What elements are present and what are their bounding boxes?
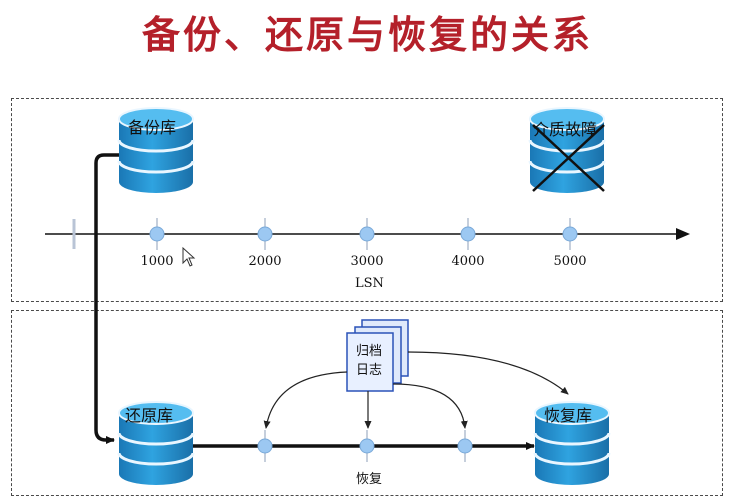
backup-db-icon [117,107,195,193]
recovery-label: 恢复 [356,472,383,487]
archive-log-icon [346,319,409,392]
lsn-tick-label: 5000 [553,254,587,269]
recovery-node-1 [257,430,273,462]
lsn-node-2000 [257,218,273,250]
lsn-tick-label: 1000 [140,254,174,269]
backup-to-restore-connector [94,153,122,444]
page-title: 备份、还原与恢复的关系 [141,13,593,57]
cursor-icon [182,246,196,267]
recovered-db-label: 恢复库 [544,406,593,425]
failure-x-icon [532,124,605,192]
failed-db-label: 介质故障 [533,120,598,139]
recovery-node-2 [359,430,375,462]
restore-db-label: 还原库 [125,406,174,425]
lsn-node-1000 [149,218,165,250]
recovered-db-icon [533,401,611,485]
log-arrow-right [407,351,569,395]
backup-db-label: 备份库 [128,118,177,137]
recovery-panel [11,310,723,496]
log-arrow-mid [392,383,468,429]
lsn-tick-label: 2000 [248,254,282,269]
archive-log-label-line2: 日志 [355,363,382,378]
lsn-axis-arrow [676,228,690,240]
lsn-node-4000 [460,218,476,250]
log-arrow-left [263,371,348,429]
lsn-tick-label: 4000 [451,254,485,269]
recovery-node-3 [457,430,473,462]
restore-db-icon [117,401,195,485]
lsn-timeline-panel [11,98,723,302]
lsn-tick-label: 3000 [350,254,384,269]
archive-log-label-line1: 归档 [355,344,382,359]
lsn-node-5000 [562,218,578,250]
lsn-axis-label: LSN [355,276,384,291]
lsn-node-3000 [359,218,375,250]
